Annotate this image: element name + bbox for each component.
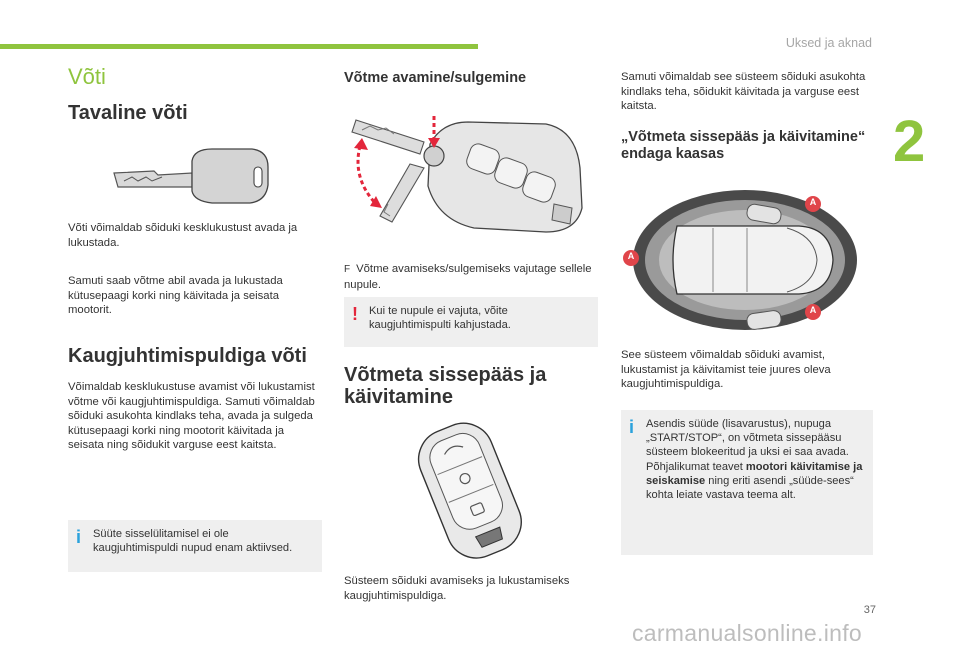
keyless-zone-diagram: [623, 190, 857, 330]
heading-key-unfold: Võtme avamine/sulgemine: [344, 70, 527, 86]
flip-key-illustration: [351, 116, 583, 233]
start-stop-info-note: i Asendis süüde (lisavarustus), nupuga „…: [621, 410, 873, 555]
ignition-info-note: i Süüte sisselülitamisel ei ole kaugjuht…: [68, 520, 322, 572]
note-text-part2: ning eriti asendi „süüde-sees“ kohta lei…: [646, 474, 854, 502]
zone-label-a-top: A: [809, 197, 817, 207]
keyless-fob-illustration: [417, 422, 522, 559]
watermark: carmanualsonline.info: [631, 620, 862, 646]
bullet-marker: F: [344, 264, 351, 275]
note-text-bold: mootori käivitamise ja seiskamise: [646, 460, 863, 487]
heading-regular-key: Tavaline võti: [68, 102, 188, 124]
heading-remote-key: Kaugjuhtimispuldiga võti: [68, 345, 307, 367]
zone-label-a-bottom: A: [809, 305, 817, 315]
page-number: 37: [863, 604, 876, 616]
start-stop-info-text: Asendis süüde (lisavarustus), nupuga „ST…: [646, 417, 865, 502]
zone-label-a-left: A: [627, 251, 635, 261]
regular-key-illustration: [113, 148, 269, 204]
hands-free-description: See süsteem võimaldab sõiduki avamist, l…: [621, 349, 831, 390]
info-icon: i: [629, 417, 635, 437]
keyless-caption: Süsteem sõiduki avamiseks ja lukustamise…: [344, 575, 570, 602]
locate-vehicle-text: Samuti võimaldab see süsteem sõiduki asu…: [621, 71, 866, 112]
note-text-part1: Asendis süüde (lisavarustus), nupuga „ST…: [646, 418, 849, 473]
info-icon: i: [76, 527, 82, 547]
warning-icon: !: [352, 304, 358, 324]
heading-hands-free: „Võtmeta sissepääs ja käivitamine“ endag…: [621, 129, 866, 162]
chapter-number: 2: [893, 109, 926, 174]
section-title: Võti: [68, 64, 106, 89]
remote-key-description: Võimaldab kesklukustuse avamist või luku…: [68, 381, 315, 451]
unfold-warning-note: ! Kui te nupule ei vajuta, võite kaugjuh…: [344, 297, 598, 347]
heading-keyless-entry: Võtmeta sissepääs ja käivitamine: [344, 364, 547, 408]
unfold-warning-text: Kui te nupule ei vajuta, võite kaugjuhti…: [369, 305, 511, 332]
regular-key-fuel-engine-text: Samuti saab võtme abil avada ja lukustad…: [68, 275, 283, 316]
regular-key-description: Võti võimaldab sõiduki kesklukustust ava…: [68, 222, 298, 249]
header-accent-bar: [0, 44, 478, 49]
ignition-info-text: Süüte sisselülitamisel ei ole kaugjuhtim…: [93, 528, 293, 555]
chapter-header-title: Uksed ja aknad: [785, 36, 872, 50]
unfold-instruction-text: Võtme avamiseks/sulgemiseks vajutage sel…: [344, 263, 592, 291]
